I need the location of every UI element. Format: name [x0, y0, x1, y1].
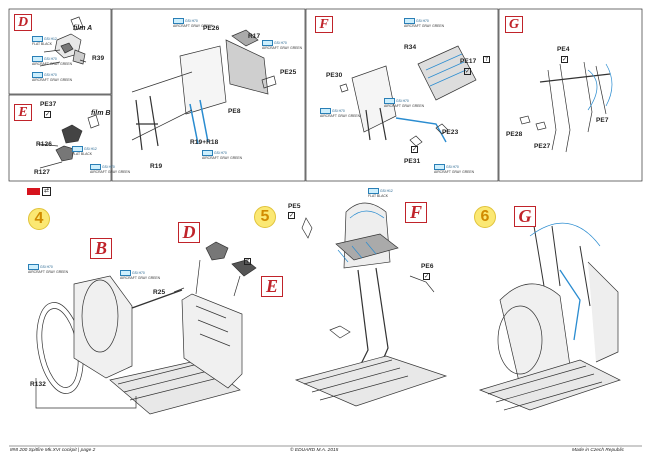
part-label-pe17: PE17	[460, 58, 477, 65]
subassembly-tag-g: G	[514, 206, 536, 227]
panel-tag-d: D	[14, 14, 32, 31]
step-number-5: 5	[254, 206, 276, 228]
film-label-d: film A	[73, 25, 93, 32]
part-label-r132: R132	[30, 381, 46, 388]
check-icon: ✓	[423, 273, 430, 280]
part-label-pe27: PE27	[534, 143, 551, 150]
square-icon: 7	[483, 56, 490, 63]
remove-icon: ⇄	[42, 187, 51, 196]
check-icon: ✓	[44, 111, 51, 118]
part-label-pe37: PE37	[40, 101, 57, 108]
subassembly-tag-e: E	[261, 276, 283, 297]
check-icon: ✓	[411, 146, 418, 153]
part-label-pe7: PE7	[596, 117, 609, 124]
part-label-pe5: PE5	[288, 203, 301, 210]
part-label-pe8: PE8	[228, 108, 241, 115]
remove-marker	[27, 188, 40, 195]
part-label-pe25: PE25	[280, 69, 297, 76]
step-number-6: 6	[474, 206, 496, 228]
subassembly-tag-f: F	[405, 202, 427, 223]
panel-tag-e: E	[14, 104, 32, 121]
part-label-r126: R126	[36, 141, 52, 148]
check-icon: ✓	[288, 212, 295, 219]
part-label-pe30: PE30	[326, 72, 343, 79]
part-label-pe31: PE31	[404, 158, 421, 165]
part-label-r127: R127	[34, 169, 50, 176]
part-label-r34: R34	[404, 44, 417, 51]
subassembly-tag-b: B	[90, 238, 112, 259]
footer-center: © EDUARD M.A. 2015	[290, 448, 339, 453]
subassembly-tag-d: D	[178, 222, 200, 243]
part-label-r19-r18: R19+R18	[190, 139, 219, 146]
square-icon: 7	[244, 258, 251, 265]
footer-right: Made in Czech Republic	[572, 448, 624, 453]
part-label-r17: R17	[248, 33, 261, 40]
part-label-r19: R19	[150, 163, 163, 170]
part-label-pe28: PE28	[506, 131, 523, 138]
check-icon: ✓	[561, 56, 568, 63]
film-label-e: film B	[91, 110, 111, 117]
part-label-r25: R25	[153, 289, 166, 296]
check-icon: ✓	[464, 68, 471, 75]
step-number-4: 4	[28, 208, 50, 230]
part-label-pe4: PE4	[557, 46, 570, 53]
part-label-r39: R39	[92, 55, 105, 62]
part-label-pe26: PE26	[203, 25, 220, 32]
panel-tag-f: F	[315, 16, 333, 33]
part-label-pe6: PE6	[421, 263, 434, 270]
panel-tag-g: G	[505, 16, 523, 33]
part-label-pe23: PE23	[442, 129, 459, 136]
footer-left: 8#8 200 Spitfire Mk.XVI cockpit | page 2	[10, 448, 96, 453]
